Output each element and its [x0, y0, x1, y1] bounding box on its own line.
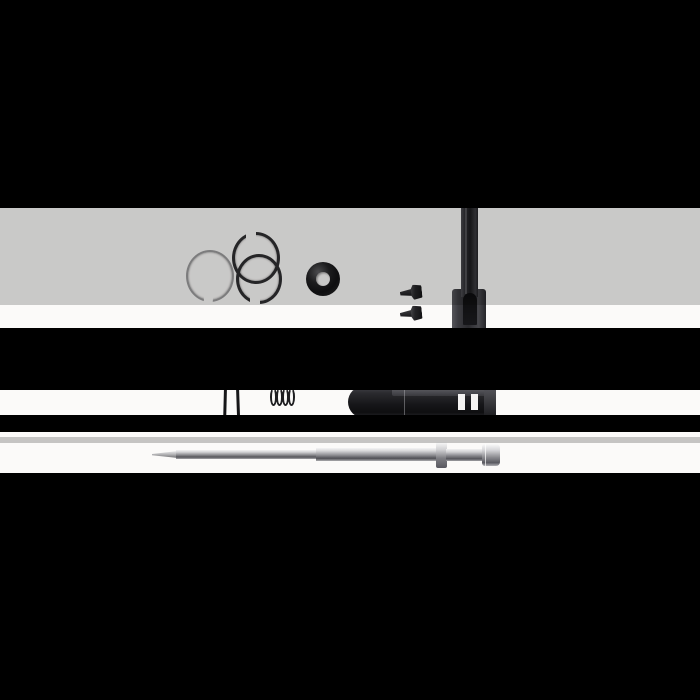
cotter-pin-loop [223, 336, 240, 356]
gas-key-slot [463, 293, 477, 325]
screw-head [410, 284, 423, 300]
spring-coil-turn [288, 388, 295, 406]
firing-pin [152, 440, 500, 470]
gas-ring-gap [246, 228, 256, 240]
gas-key-screw-upper [399, 284, 422, 301]
cotter-pin [222, 336, 244, 423]
gas-key-screw-lower [399, 305, 422, 322]
firing-pin-thin-shaft [176, 450, 318, 459]
gas-ring-gap [250, 292, 260, 308]
extractor-notch [458, 394, 465, 410]
gas-key-bolt-hole-upper [463, 333, 477, 347]
gas-ring-gap [203, 289, 214, 307]
firing-pin-tip [152, 451, 178, 458]
gas-key [452, 203, 486, 372]
gas-key-tube [461, 203, 478, 297]
firing-pin-collar [436, 442, 447, 468]
screw-shank [400, 310, 413, 318]
extractor-seam [404, 388, 405, 416]
extractor-spring [270, 388, 300, 408]
extractor [348, 386, 496, 418]
extractor-claw [484, 386, 496, 418]
extractor-roll-pin [309, 339, 320, 384]
screw-head [410, 305, 423, 321]
cotter-pin-leg-left [223, 351, 228, 423]
extractor-insert [272, 350, 285, 371]
firing-pin-thick-shaft [316, 448, 438, 461]
screw-shank [400, 289, 413, 297]
gas-key-bolt-hole-lower [463, 358, 477, 372]
cotter-pin-leg-right [234, 351, 241, 423]
firing-pin-head [482, 444, 500, 466]
gas-ring-steel [186, 250, 234, 307]
gas-ring-black-lower [236, 254, 282, 308]
extractor-o-ring [306, 262, 340, 296]
extractor-top-face [392, 387, 494, 396]
extractor-notch [471, 394, 478, 410]
firing-pin-neck [446, 449, 486, 461]
